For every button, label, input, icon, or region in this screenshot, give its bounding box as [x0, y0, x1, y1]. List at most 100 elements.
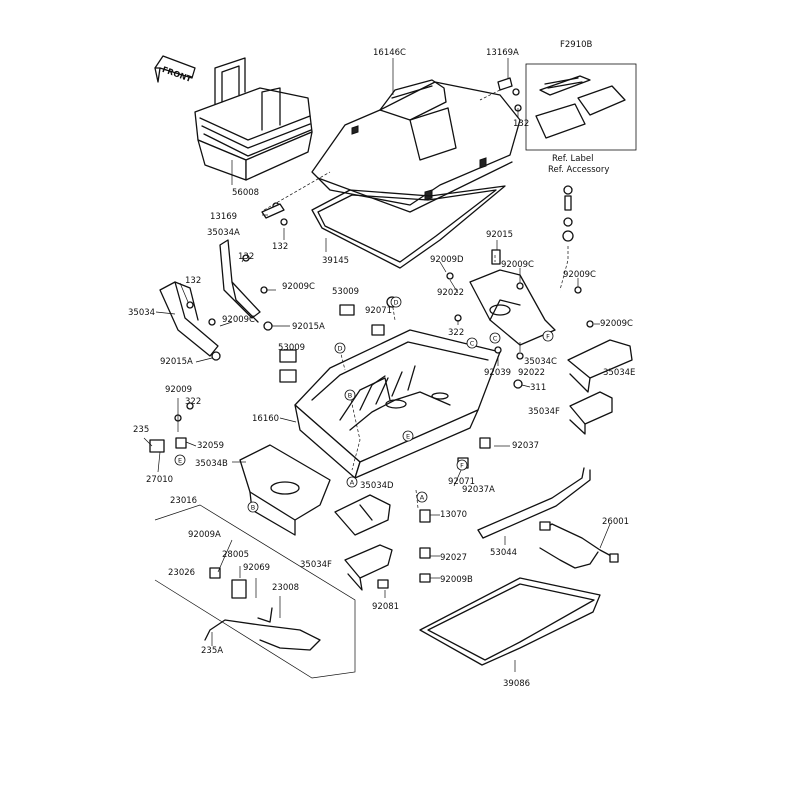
hinge-13169	[261, 77, 513, 219]
part-labels: 16146C 13169A 132 56008 13169 35034A 132…	[128, 48, 635, 689]
callout-D1: D	[337, 345, 342, 353]
part-label-32059: 32059	[197, 441, 224, 451]
hardware-small-parts	[149, 88, 594, 599]
callouts: A A B B C C D D E E F F	[174, 296, 554, 513]
part-label-23016: 23016	[170, 496, 197, 506]
part-label-92015: 92015	[486, 230, 513, 240]
leader-lines	[143, 58, 611, 672]
callout-circle-B1	[344, 389, 356, 401]
callout-circle-E1	[174, 454, 186, 466]
part-label-39086: 39086	[503, 679, 530, 689]
part-label-39145: 39145	[322, 256, 349, 266]
part-label-13169: 13169	[210, 212, 237, 222]
bracket-35034C	[469, 269, 556, 346]
part-label-92022: 92022	[518, 368, 545, 378]
callout-circle-F1	[456, 459, 468, 471]
part-label-53009: 53009	[278, 343, 305, 353]
part-label-235A: 235A	[201, 646, 223, 656]
callout-circle-D1	[334, 342, 346, 354]
callout-circle-A2	[416, 491, 428, 503]
part-label-35034F: 35034F	[300, 560, 332, 570]
part-label-92071: 92071	[448, 477, 475, 487]
part-label-27010: 27010	[146, 475, 173, 485]
callout-circle-C1	[489, 332, 501, 344]
bracket-35034	[159, 281, 219, 357]
part-label-311: 311	[530, 383, 546, 393]
part-label-53044: 53044	[490, 548, 517, 558]
rod-53044	[477, 467, 591, 539]
part-label-92069: 92069	[243, 563, 270, 573]
part-label-92027: 92027	[440, 553, 467, 563]
seal-39145	[311, 185, 506, 269]
part-label-35034B: 35034B	[195, 459, 228, 469]
bracket-35034F	[569, 391, 613, 435]
callout-E2: E	[406, 433, 410, 441]
part-label-235: 235	[133, 425, 149, 435]
figure-code: F2910B	[560, 40, 593, 50]
part-label-35034A: 35034A	[207, 228, 240, 238]
part-label-132: 132	[238, 252, 254, 262]
part-label-92009C: 92009C	[222, 315, 255, 325]
part-label-35034D: 35034D	[360, 481, 394, 491]
callout-F1: F	[460, 462, 464, 470]
part-label-92037: 92037	[512, 441, 539, 451]
ref-label-text: Ref. Label	[552, 154, 593, 164]
callout-circle-D2	[390, 296, 402, 308]
harness-26001	[539, 521, 619, 569]
mat-39086	[419, 577, 601, 666]
part-label-322: 322	[448, 328, 464, 338]
part-label-92037A: 92037A	[462, 485, 495, 495]
callout-circle-C2	[466, 337, 478, 349]
part-label-92009D: 92009D	[430, 255, 464, 265]
bracket-35034E	[567, 339, 633, 393]
part-label-92015A: 92015A	[160, 357, 193, 367]
callout-D2: D	[393, 299, 398, 307]
callout-B1: B	[348, 392, 352, 400]
callout-circle-B2	[247, 501, 259, 513]
part-label-132: 132	[185, 276, 201, 286]
part-label-23008: 23008	[272, 583, 299, 593]
ref-label-box	[525, 63, 637, 151]
part-label-23026: 23026	[168, 568, 195, 578]
trunk-assembly-thumbnail	[194, 57, 313, 181]
part-label-35034F: 35034F	[528, 407, 560, 417]
part-label-26001: 26001	[602, 517, 629, 527]
part-label-53009: 53009	[332, 287, 359, 297]
part-label-322: 322	[185, 397, 201, 407]
callout-circle-A1	[346, 476, 358, 488]
part-label-92009C: 92009C	[501, 260, 534, 270]
callout-circle-E2	[402, 430, 414, 442]
part-label-92009A: 92009A	[188, 530, 221, 540]
part-label-92009C: 92009C	[282, 282, 315, 292]
part-label-16160: 16160	[252, 414, 279, 424]
part-label-132: 132	[272, 242, 288, 252]
part-label-35034C: 35034C	[524, 357, 557, 367]
callout-E1: E	[178, 457, 182, 465]
callout-C2: C	[470, 340, 475, 348]
part-label-56008: 56008	[232, 188, 259, 198]
part-label-35034: 35034	[128, 308, 155, 318]
callout-F2: F	[546, 333, 550, 341]
lower-box-16160	[294, 329, 501, 479]
part-label-92071: 92071	[365, 306, 392, 316]
bracket-35034F-lower	[344, 544, 393, 591]
lid-16146C	[311, 79, 521, 213]
callout-A2: A	[420, 494, 425, 502]
part-label-92009: 92009	[165, 385, 192, 395]
part-label-35034E: 35034E	[603, 368, 635, 378]
part-label-92015A: 92015A	[292, 322, 325, 332]
part-label-13169A: 13169A	[486, 48, 519, 58]
part-label-13070: 13070	[440, 510, 467, 520]
part-label-132: 132	[513, 119, 529, 129]
part-label-92009C: 92009C	[563, 270, 596, 280]
callout-A1: A	[350, 479, 355, 487]
part-label-28005: 28005	[222, 550, 249, 560]
part-label-16146C: 16146C	[373, 48, 406, 58]
callout-B2: B	[251, 504, 255, 512]
bracket-35034B	[239, 444, 331, 536]
part-label-92039: 92039	[484, 368, 511, 378]
part-label-92009B: 92009B	[440, 575, 473, 585]
callout-C1: C	[493, 335, 498, 343]
lock-kit-23016-box	[154, 504, 356, 679]
